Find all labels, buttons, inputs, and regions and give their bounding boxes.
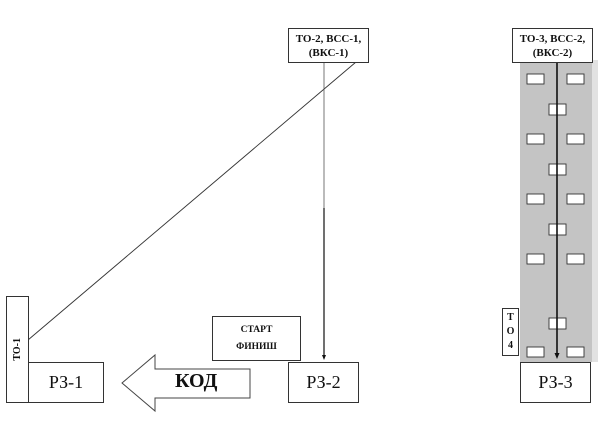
to2-label-line1: ТО-2, ВСС-1, bbox=[295, 32, 362, 45]
to2-box[interactable]: ТО-2, ВСС-1, (ВКС-1) bbox=[288, 28, 369, 63]
strip-window-left bbox=[526, 193, 545, 205]
strip-window-right bbox=[566, 133, 585, 145]
rz3-box[interactable]: РЗ-3 bbox=[520, 362, 591, 403]
diagonal-line bbox=[27, 61, 357, 341]
gray-strip-edge bbox=[592, 60, 598, 362]
strip-window-left bbox=[526, 253, 545, 265]
to4-letter-2: О bbox=[506, 326, 515, 337]
kod-arrow-shape[interactable] bbox=[121, 353, 251, 413]
to3-box[interactable]: ТО-3, ВСС-2, (ВКС-2) bbox=[512, 28, 593, 63]
rz1-box[interactable]: РЗ-1 bbox=[28, 362, 104, 403]
strip-window-right bbox=[566, 193, 585, 205]
to4-letter-1: Т bbox=[507, 312, 514, 323]
to2-label-line2: (ВКС-1) bbox=[308, 46, 349, 59]
kod-label: КОД bbox=[175, 370, 218, 392]
strip-window-right bbox=[566, 253, 585, 265]
to4-box[interactable]: Т О 4 bbox=[502, 308, 519, 356]
start-finish-box[interactable]: СТАРТ ФИНИШ bbox=[212, 316, 301, 361]
to1-label: ТО-1 bbox=[12, 338, 23, 361]
strip-window-right bbox=[566, 346, 585, 358]
to3-label-line1: ТО-3, ВСС-2, bbox=[519, 32, 586, 45]
rz3-label: РЗ-3 bbox=[538, 372, 573, 392]
rz2-box[interactable]: РЗ-2 bbox=[288, 362, 359, 403]
start-label: СТАРТ bbox=[240, 324, 273, 335]
strip-window-left bbox=[526, 346, 545, 358]
rz2-label: РЗ-2 bbox=[306, 372, 341, 392]
to1-box[interactable]: ТО-1 bbox=[6, 296, 29, 403]
finish-label: ФИНИШ bbox=[236, 342, 277, 353]
strip-arrowhead bbox=[554, 353, 560, 359]
to3-label-line2: (ВКС-2) bbox=[532, 46, 573, 59]
strip-window-left bbox=[526, 73, 545, 85]
rz1-label: РЗ-1 bbox=[48, 372, 84, 392]
strip-window-left bbox=[526, 133, 545, 145]
strip-window-right bbox=[566, 73, 585, 85]
to4-letter-3: 4 bbox=[508, 340, 513, 351]
vertical-arrowhead bbox=[322, 355, 326, 360]
